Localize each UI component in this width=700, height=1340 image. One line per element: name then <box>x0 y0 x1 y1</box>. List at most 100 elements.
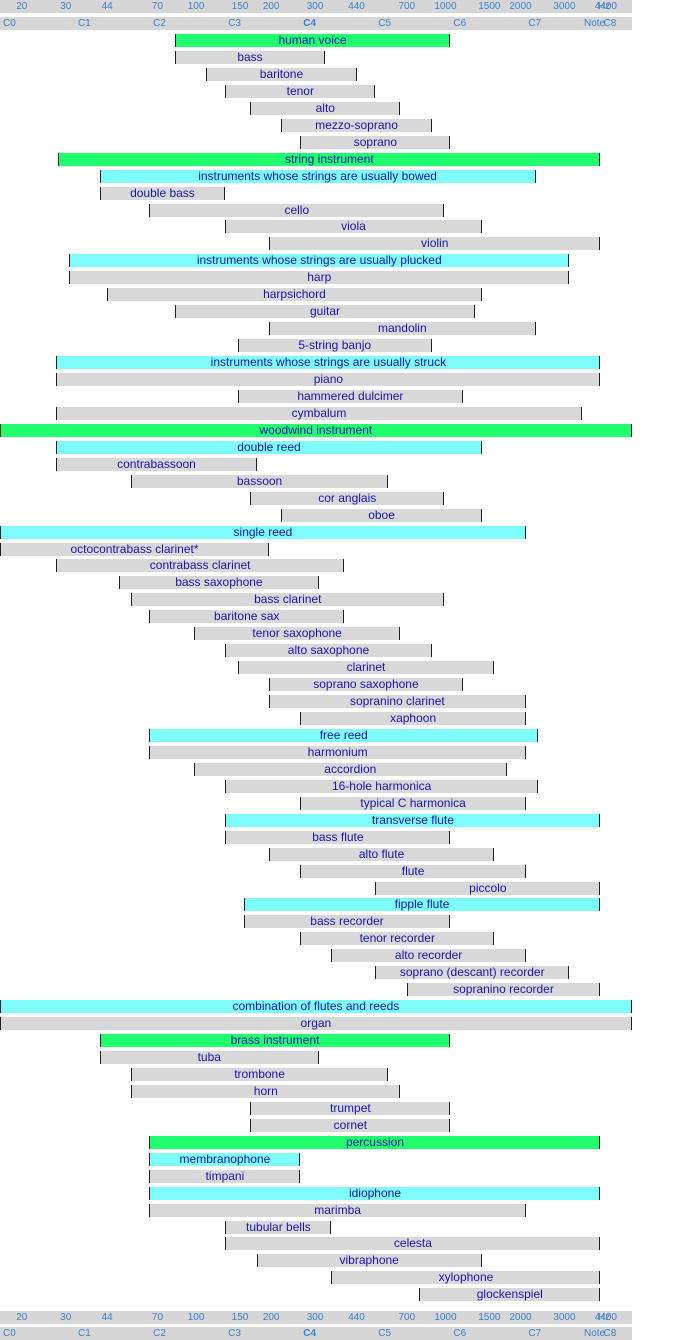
instrument-range-bar <box>99 1051 319 1064</box>
note-unit-label: Note <box>584 1328 606 1339</box>
range-bar-label: membranophone <box>179 1152 271 1166</box>
note-tick-label: C1 <box>78 18 91 29</box>
range-bar-label: alto flute <box>358 847 405 861</box>
instrument-range-bar <box>406 983 601 996</box>
range-bar-label: harpsichord <box>263 287 326 301</box>
range-bar-label: idiophone <box>348 1186 401 1200</box>
subfamily-range-bar <box>149 1187 601 1200</box>
range-bar-label: octocontrabass clarinet* <box>70 542 199 556</box>
range-bar-label: clarinet <box>346 660 386 674</box>
range-bar-label: alto saxophone <box>287 643 370 657</box>
hz-tick-label: 100 <box>187 1312 205 1323</box>
hz-tick-label: 4400 <box>594 1312 617 1323</box>
instrument-range-bar <box>281 509 482 522</box>
hz-tick-label: 44 <box>101 1312 113 1323</box>
instrument-range-bar <box>131 1085 401 1098</box>
range-bar-label: transverse flute <box>371 813 454 827</box>
instrument-range-bar <box>375 882 601 895</box>
range-bar-label: harp <box>307 270 332 284</box>
instrument-range-bar <box>225 85 376 98</box>
instrument-range-bar <box>99 187 226 200</box>
subfamily-range-bar <box>99 170 536 183</box>
range-bar-label: baritone sax <box>214 609 280 623</box>
range-bar-label: piano <box>313 372 344 386</box>
instrument-range-bar <box>250 492 445 505</box>
hz-unit-label: Hz <box>598 1 611 12</box>
hz-tick-label: 44 <box>101 1 113 12</box>
range-bar-label: cor anglais <box>318 491 377 505</box>
instrument-range-bar <box>300 797 526 810</box>
note-tick-label: C1 <box>78 1328 91 1339</box>
range-bar-label: celesta <box>393 1236 432 1250</box>
range-bar-label: horn <box>253 1084 278 1098</box>
instrument-range-bar <box>419 1288 601 1301</box>
hz-tick-label: 440 <box>348 1 365 12</box>
note-tick-label: C0 <box>3 1328 16 1339</box>
note-tick-label: C5 <box>378 1328 392 1339</box>
range-bar-label: hammered dulcimer <box>297 389 404 403</box>
range-bar-label: soprano (descant) recorder <box>399 965 545 979</box>
range-bar-label: woodwind instrument <box>259 423 373 437</box>
instrument-range-bar <box>118 576 319 589</box>
note-tick-label: C7 <box>528 1328 542 1339</box>
instrument-range-bar <box>206 68 357 81</box>
range-bar-label: viola <box>341 219 366 233</box>
range-bar-label: timpani <box>205 1169 245 1183</box>
range-bar-label: instruments whose strings are usually st… <box>210 355 447 369</box>
range-bar-label: bass recorder <box>310 914 384 928</box>
hz-tick-label: 3000 <box>553 1 576 12</box>
instrument-range-bar <box>149 1204 526 1217</box>
subfamily-range-bar <box>149 1153 301 1166</box>
range-bar-label: contrabassoon <box>117 457 196 471</box>
range-bar-label: trombone <box>234 1067 285 1081</box>
range-bar-label: mezzo-soprano <box>315 118 398 132</box>
range-bar-label: 16-hole harmonica <box>331 779 432 793</box>
subfamily-range-bar <box>225 814 601 827</box>
instrument-range-bar <box>300 932 495 945</box>
range-bar-label: bassoon <box>236 474 283 488</box>
instrument-range-bar <box>237 390 463 403</box>
note-tick-label: C3 <box>228 18 241 29</box>
range-bar-label: double reed <box>237 440 301 454</box>
instrument-range-bar <box>225 780 538 793</box>
range-bar-label: sopranino clarinet <box>350 694 445 708</box>
note-tick-label: C8 <box>603 1328 617 1339</box>
instrument-range-bar <box>268 695 526 708</box>
instrument-range-bar <box>268 237 601 250</box>
note-tick-label: C2 <box>153 18 166 29</box>
subfamily-range-bar <box>0 526 526 539</box>
instrument-range-bar <box>256 1254 482 1267</box>
note-tick-label: C6 <box>453 18 467 29</box>
range-bar-label: baritone <box>259 67 304 81</box>
instrument-range-bar <box>69 271 570 284</box>
range-bar-label: sopranino recorder <box>453 982 554 996</box>
instrument-range-bar <box>149 610 345 623</box>
instrument-range-bar <box>107 288 482 301</box>
instrument-range-bar <box>56 373 601 386</box>
range-bar-label: fipple flute <box>394 897 450 911</box>
instrument-range-bar <box>300 865 526 878</box>
hz-tick-label: 2000 <box>509 1312 532 1323</box>
note-tick-label: C3 <box>228 1328 241 1339</box>
subfamily-range-bar <box>0 1000 632 1013</box>
range-bar-label: vibraphone <box>339 1253 399 1267</box>
instrument-range-bar <box>268 678 463 691</box>
hz-unit-label: Hz <box>598 1312 611 1323</box>
hz-tick-label: 300 <box>306 1 324 12</box>
instrument-range-bar <box>149 746 526 759</box>
range-bar-label: tubular bells <box>246 1220 311 1234</box>
range-bar-label: cello <box>284 203 310 217</box>
hz-tick-label: 100 <box>187 1 205 12</box>
instrument-range-bar <box>174 51 326 64</box>
instrument-range-bar <box>250 1102 451 1115</box>
instrument-range-bar <box>56 559 345 572</box>
instrument-range-bar <box>149 1170 301 1183</box>
instrument-range-bar <box>237 661 495 674</box>
note-tick-label: C8 <box>603 18 617 29</box>
range-bar-label: tuba <box>197 1050 221 1064</box>
instrument-range-bar <box>225 831 451 844</box>
subfamily-range-bar <box>149 729 538 742</box>
range-bar-label: mandolin <box>377 321 427 335</box>
range-bar-label: human voice <box>278 33 347 47</box>
